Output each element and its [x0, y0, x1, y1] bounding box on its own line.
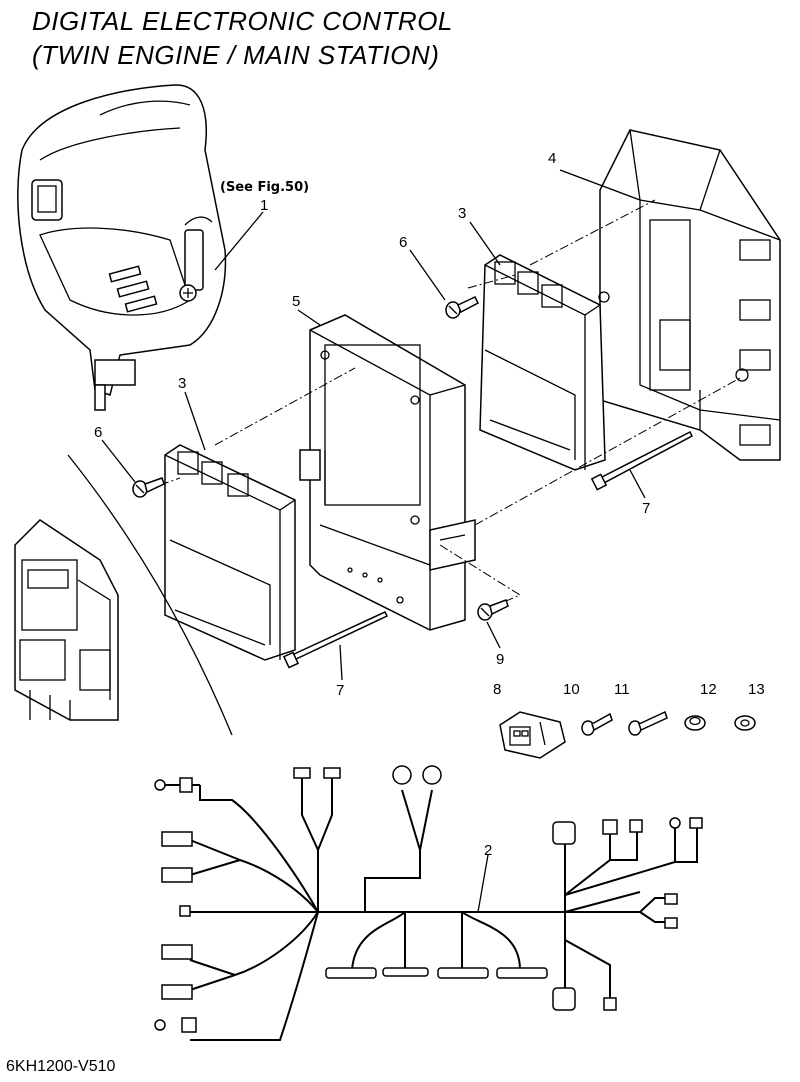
part-6-screw-lower[interactable]	[132, 477, 165, 498]
part-7-cable-tie-left[interactable]	[282, 611, 389, 669]
inset-ecm-view	[14, 519, 119, 721]
callout-6-upper: 6	[399, 234, 407, 251]
part-13-washer[interactable]	[734, 715, 756, 731]
part-8-connector[interactable]	[499, 711, 566, 759]
part-3-ecu-upper[interactable]	[479, 254, 606, 471]
part-1-remote-control-lever[interactable]	[17, 84, 227, 411]
diagram-title-line2: (TWIN ENGINE / MAIN STATION)	[32, 40, 440, 70]
part-10-screw[interactable]	[581, 712, 613, 736]
callout-13: 13	[748, 681, 765, 698]
callout-2: 2	[484, 842, 492, 859]
part-6-screw-upper[interactable]	[445, 296, 479, 319]
callout-3-lower: 3	[178, 375, 186, 392]
part-11-bolt[interactable]	[628, 710, 668, 736]
callout-5: 5	[292, 293, 300, 310]
callout-10: 10	[563, 681, 580, 698]
diagram-title-line1: DIGITAL ELECTRONIC CONTROL	[32, 6, 453, 36]
callout-7-right: 7	[642, 500, 650, 517]
part-2-wire-harness[interactable]	[154, 765, 703, 1041]
drawing-code: 6KH1200-V510	[6, 1058, 116, 1075]
callout-12: 12	[700, 681, 717, 698]
callout-6-lower: 6	[94, 424, 102, 441]
part-3-ecu-lower[interactable]	[164, 444, 296, 661]
see-fig-note: (See Fig.50)	[220, 180, 309, 195]
callout-8: 8	[493, 681, 501, 698]
callout-3-upper: 3	[458, 205, 466, 222]
part-9-screw[interactable]	[477, 599, 509, 621]
callout-9: 9	[496, 651, 504, 668]
callout-7-left: 7	[336, 682, 344, 699]
callout-1: 1	[260, 197, 268, 214]
part-4-bracket[interactable]	[598, 129, 781, 461]
part-12-nut[interactable]	[684, 715, 706, 731]
callout-11: 11	[614, 681, 630, 698]
part-5-ecm-plate[interactable]	[299, 314, 476, 631]
callout-4: 4	[548, 150, 556, 167]
inset-separator-line	[67, 454, 233, 736]
part-7-cable-tie-right[interactable]	[590, 430, 693, 491]
